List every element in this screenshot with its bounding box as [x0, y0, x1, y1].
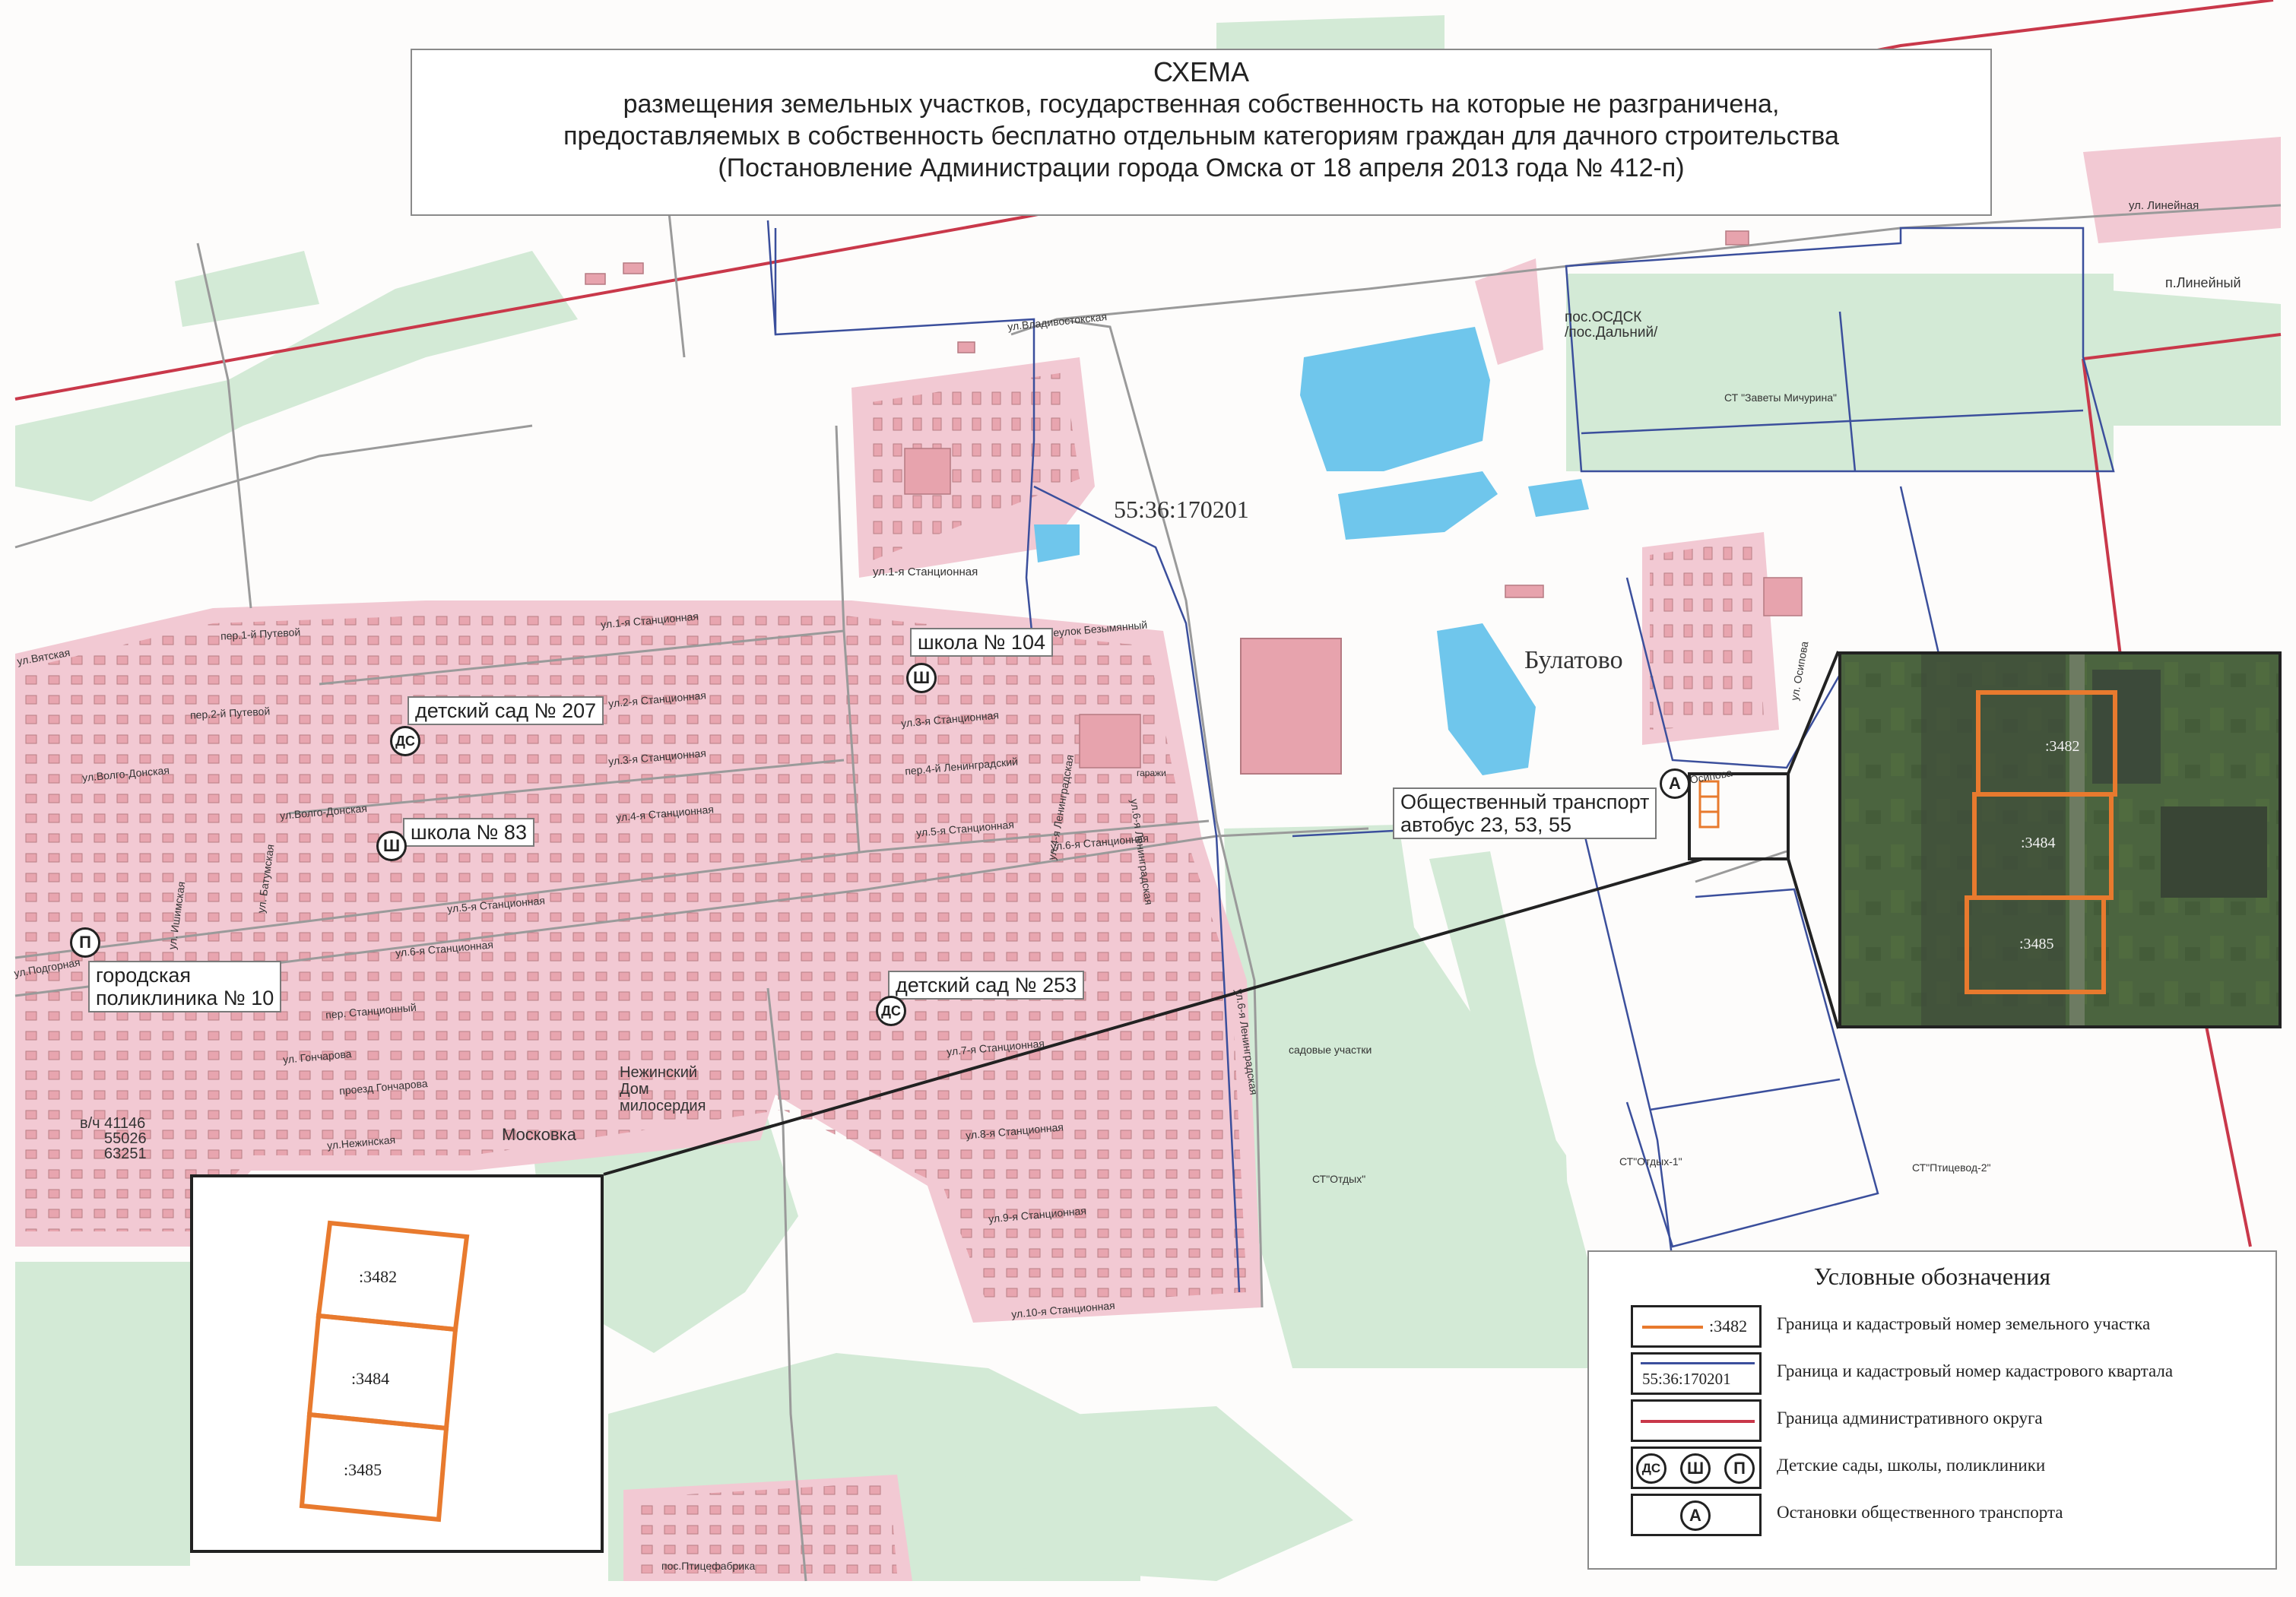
place-ptitsefabrika: пос.Птицефабрика [661, 1560, 756, 1572]
legend-parcel-code: :3482 [1709, 1317, 1748, 1336]
clinic-line-1: городская [96, 964, 192, 987]
nezhinsky-line-2: Дом [620, 1081, 649, 1098]
legend-swatch-bus-stop: А [1631, 1494, 1762, 1536]
vch-line-3: 63251 [104, 1145, 147, 1162]
parcel-focus-box [1688, 772, 1790, 860]
title-line-4: (Постановление Администрации города Омск… [718, 154, 1685, 182]
place-moskovka: Московка [502, 1125, 576, 1144]
water-bodies [1034, 327, 1589, 775]
nezhinsky-line-3: милосердия [620, 1098, 706, 1114]
transport-line-1: Общественный транспорт [1400, 791, 1650, 813]
legend-row-parcel: :3482 Граница и кадастровый номер земель… [1631, 1305, 2262, 1348]
parcels-main [1698, 780, 1720, 829]
inset-parcel-svg [299, 1220, 470, 1523]
pos-osdsk-line-2: /пос.Дальний/ [1565, 325, 1658, 341]
legend-quarter-line [1641, 1362, 1755, 1364]
legend-parcel-line [1642, 1326, 1703, 1329]
inset-parcel-3485: :3485 [344, 1460, 382, 1479]
sat-parcel-3485 [1965, 895, 2106, 994]
school-83-symbol: Ш [376, 831, 407, 861]
school-104-symbol: Ш [906, 663, 937, 693]
satellite-svg [1841, 654, 2279, 1025]
legend-swatch-facilities: ДС Ш П [1631, 1446, 1762, 1489]
legend: Условные обозначения :3482 Граница и кад… [1587, 1250, 2277, 1570]
street-stantsionnaya-top: ул.1-я Станционная [873, 566, 978, 578]
legend-text-quarter: Граница и кадастровый номер кадастрового… [1777, 1361, 2174, 1380]
nezhinsky-line-1: Нежинский [620, 1064, 698, 1081]
place-bulatovo: Булатово [1524, 646, 1623, 674]
kindergarten-253-symbol: ДС [876, 996, 906, 1026]
misc-buildings [585, 230, 1803, 768]
legend-text-district: Граница административного округа [1777, 1408, 2043, 1427]
legend-swatch-parcel: :3482 [1631, 1305, 1762, 1348]
legend-text-parcel: Граница и кадастровый номер земельного у… [1777, 1314, 2151, 1333]
sat-label-3484: :3484 [2021, 835, 2056, 851]
label-clinic-10: городская поликлиника № 10 [88, 961, 282, 1012]
legend-text-facilities: Детские сады, школы, поликлиники [1777, 1456, 2046, 1475]
inset-parcel-3482: :3482 [359, 1267, 398, 1286]
clinic-symbol: П [70, 927, 100, 958]
legend-row-quarter: 55:36:170201 Граница и кадастровый номер… [1631, 1352, 2262, 1395]
place-military-unit: в/ч 41146 55026 63251 [80, 1116, 147, 1161]
place-lineyny: п.Линейный [2165, 275, 2241, 290]
kindergarten-207-symbol: ДС [390, 726, 420, 756]
bus-stop-symbol: А [1660, 768, 1690, 799]
inset-parcel-scheme: :3482 :3484 :3485 [190, 1174, 604, 1553]
legend-clinic-symbol: П [1724, 1453, 1755, 1484]
place-sadovye: садовые участки [1289, 1044, 1372, 1056]
pos-osdsk-line-1: пос.ОСДСК [1565, 309, 1642, 325]
quarter-number-label: 55:36:170201 [1114, 496, 1249, 523]
legend-district-line [1641, 1420, 1755, 1423]
label-school-83: школа № 83 [403, 818, 534, 847]
legend-row-bus-stop: А Остановки общественного транспорта [1631, 1494, 2262, 1536]
place-garazhi: гаражи [1137, 768, 1166, 778]
clinic-line-2: поликлиника № 10 [96, 987, 274, 1009]
legend-title: Условные обозначения [1813, 1263, 2051, 1290]
label-school-104: школа № 104 [910, 628, 1053, 657]
sat-label-3482: :3482 [2045, 738, 2080, 755]
map-title: СХЕМА размещения земельных участков, гос… [411, 49, 1992, 216]
label-public-transport: Общественный транспорт автобус 23, 53, 5… [1393, 787, 1657, 839]
legend-quarter-code: 55:36:170201 [1642, 1370, 1731, 1388]
label-kindergarten-253: детский сад № 253 [888, 971, 1085, 1000]
street-lineynaya: ул. Линейная [2129, 199, 2199, 212]
legend-swatch-district [1631, 1399, 1762, 1442]
place-st-otdykh-1: СТ"Отдых-1" [1619, 1155, 1682, 1168]
legend-swatch-quarter: 55:36:170201 [1631, 1352, 1762, 1395]
sat-label-3485: :3485 [2019, 936, 2054, 952]
parcel-3485-outline [299, 1412, 449, 1523]
inset-connectors [603, 651, 1840, 1176]
title-line-1: СХЕМА [1153, 56, 1249, 87]
title-line-3: предоставляемых в собственность бесплатн… [563, 122, 1839, 151]
legend-bus-stop-symbol: А [1680, 1500, 1711, 1531]
legend-school-symbol: Ш [1680, 1453, 1711, 1484]
place-st-zavety: СТ "Заветы Мичурина" [1724, 391, 1837, 404]
place-st-otdykh: СТ"Отдых" [1312, 1173, 1366, 1185]
legend-text-bus-stop: Остановки общественного транспорта [1777, 1503, 2063, 1522]
vch-line-2: 55026 [104, 1130, 147, 1147]
place-st-ptitsevod: СТ"Птицевод-2" [1912, 1161, 1991, 1174]
place-nezhinsky: Нежинский Дом милосердия [620, 1064, 706, 1114]
transport-line-2: автобус 23, 53, 55 [1400, 813, 1572, 836]
place-pos-osdsk: пос.ОСДСК /пос.Дальний/ [1565, 310, 1657, 341]
roads [14, 204, 2282, 1582]
inset-parcel-3484: :3484 [351, 1369, 390, 1388]
legend-kindergarten-symbol: ДС [1636, 1453, 1667, 1484]
vch-line-1: в/ч 41146 [80, 1115, 146, 1132]
buildings [23, 372, 1764, 1573]
legend-row-facilities: ДС Ш П Детские сады, школы, поликлиники [1631, 1446, 2262, 1489]
legend-row-district: Граница административного округа [1631, 1399, 2262, 1442]
label-kindergarten-207: детский сад № 207 [408, 696, 604, 725]
large-building [1240, 638, 1342, 775]
inset-satellite-view: :3482 :3484 :3485 [1838, 651, 2282, 1028]
title-line-2: размещения земельных участков, государст… [623, 90, 1780, 119]
